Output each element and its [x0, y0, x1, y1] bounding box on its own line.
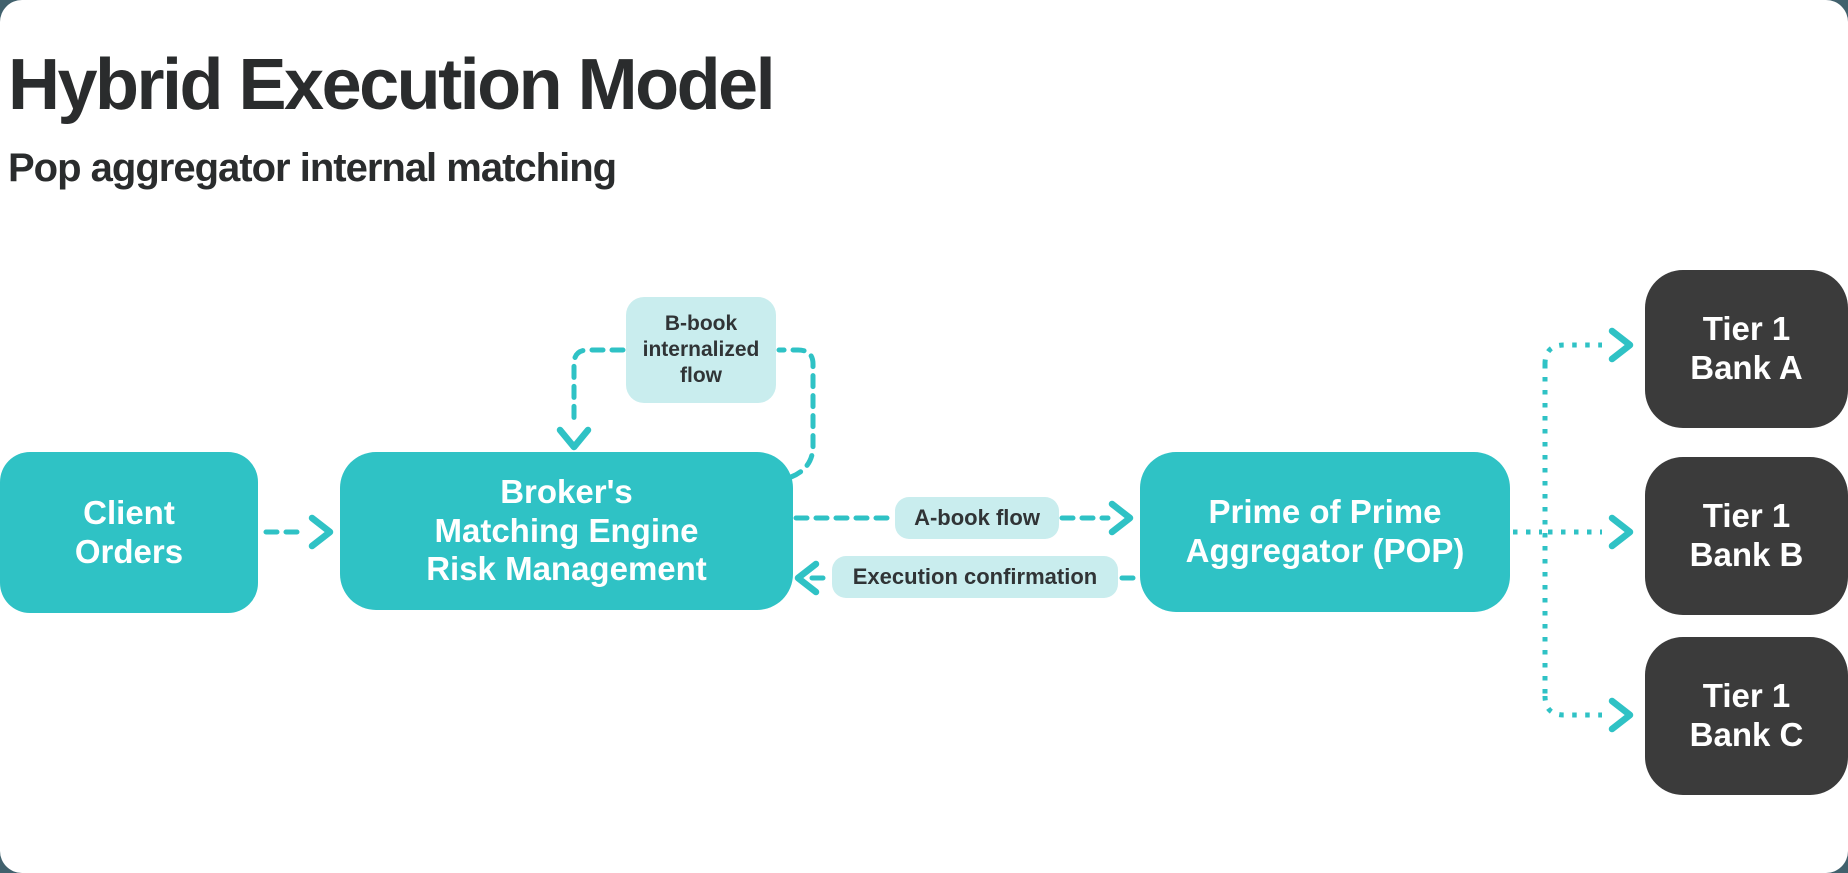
arrow-to-bank-c	[1542, 695, 1602, 718]
node-broker-line3: Risk Management	[426, 550, 707, 588]
arrowhead-execution-icon	[794, 560, 820, 596]
node-broker-line2: Matching Engine	[434, 511, 699, 549]
node-tier1-bank-a: Tier 1 Bank A	[1645, 270, 1848, 428]
node-pop-line1: Prime of Prime	[1208, 493, 1442, 531]
arrow-bbook-loop-return	[571, 347, 626, 427]
arrowhead-bank-b-icon	[1608, 514, 1634, 550]
node-broker-line1: Broker's	[500, 472, 633, 510]
arrowhead-bank-a-icon	[1608, 327, 1634, 363]
arrowhead-abook-icon	[1108, 500, 1134, 536]
node-client-orders-line2: Orders	[74, 532, 184, 570]
page-subtitle: Pop aggregator internal matching	[8, 146, 617, 190]
arrow-bbook-loop-out	[776, 347, 816, 480]
arrowhead-bbook-loop-icon	[556, 426, 592, 451]
node-bank-a-line1: Tier 1	[1702, 310, 1791, 348]
node-bank-c-line1: Tier 1	[1702, 677, 1791, 715]
node-bank-a-line2: Bank A	[1690, 349, 1803, 386]
arrowhead-bank-c-icon	[1608, 697, 1634, 733]
label-bbook-line1: B-book	[664, 311, 738, 335]
node-bank-b-line2: Bank B	[1689, 536, 1804, 573]
node-bank-b-line1: Tier 1	[1702, 497, 1791, 535]
arrowhead-client-to-broker-icon	[308, 514, 334, 550]
node-tier1-bank-b: Tier 1 Bank B	[1645, 457, 1848, 615]
node-client-orders: Client Orders	[0, 452, 258, 613]
page-title: Hybrid Execution Model	[8, 45, 776, 125]
label-execution-confirmation: Execution confirmation	[832, 556, 1118, 598]
arrow-to-bank-a	[1542, 342, 1602, 365]
node-tier1-bank-c: Tier 1 Bank C	[1645, 637, 1848, 795]
label-bbook-line2: internalized	[642, 337, 760, 361]
node-bank-c-line2: Bank C	[1689, 716, 1804, 753]
label-bbook-line3: flow	[680, 364, 722, 388]
label-a-book-flow: A-book flow	[895, 497, 1059, 539]
node-broker-matching-engine: Broker's Matching Engine Risk Management	[340, 452, 793, 610]
node-prime-of-prime-aggregator: Prime of Prime Aggregator (POP)	[1140, 452, 1510, 612]
node-client-orders-line1: Client	[83, 493, 175, 531]
node-pop-line2: Aggregator (POP)	[1185, 532, 1465, 569]
label-b-book-internalized-flow: B-book internalized flow	[626, 297, 776, 403]
